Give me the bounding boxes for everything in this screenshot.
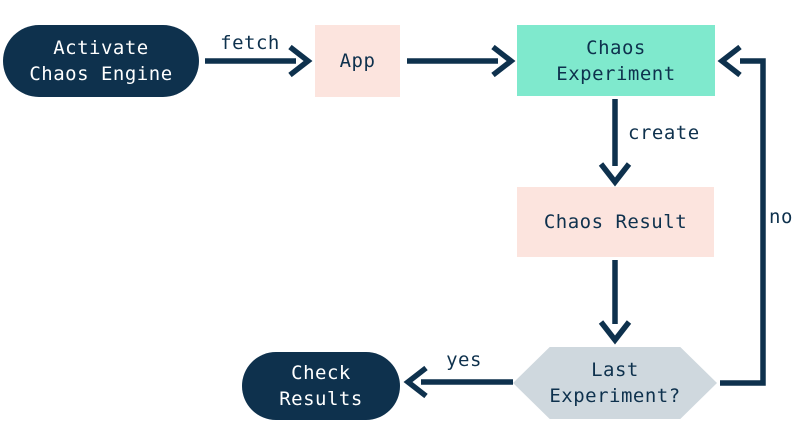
- node-label-line: Chaos Engine: [29, 63, 173, 85]
- node-label-line: Results: [279, 388, 363, 410]
- edge-label-create: create: [628, 122, 700, 144]
- node-label-line: Activate: [53, 37, 149, 59]
- edge-label-fetch: fetch: [220, 32, 280, 54]
- node-label-line: Experiment?: [549, 385, 681, 407]
- node-chaos-experiment: Chaos Experiment: [517, 25, 715, 96]
- edge-no-arrow: [717, 44, 766, 386]
- node-label-line: Chaos Result: [543, 211, 688, 233]
- node-last-experiment-decision: Last Experiment?: [513, 347, 717, 419]
- node-label-line: App: [339, 50, 376, 72]
- node-label-line: Check: [291, 362, 351, 384]
- edge-label-no: no: [769, 206, 793, 228]
- node-activate-chaos-engine: Activate Chaos Engine: [3, 25, 199, 97]
- edge-fetch-arrow: [205, 44, 313, 78]
- edge-label-yes: yes: [446, 349, 482, 371]
- node-app: App: [315, 25, 400, 97]
- node-check-results: Check Results: [242, 352, 400, 420]
- node-label-line: Last: [591, 359, 639, 381]
- node-label-line: Chaos: [586, 36, 646, 59]
- edge-app-to-experiment-arrow: [407, 44, 516, 78]
- edge-result-to-decision-arrow: [598, 260, 632, 345]
- node-chaos-result: Chaos Result: [517, 187, 714, 257]
- edge-yes-arrow: [403, 365, 513, 399]
- edge-create-arrow: [598, 99, 632, 187]
- node-label-line: Experiment: [556, 62, 676, 85]
